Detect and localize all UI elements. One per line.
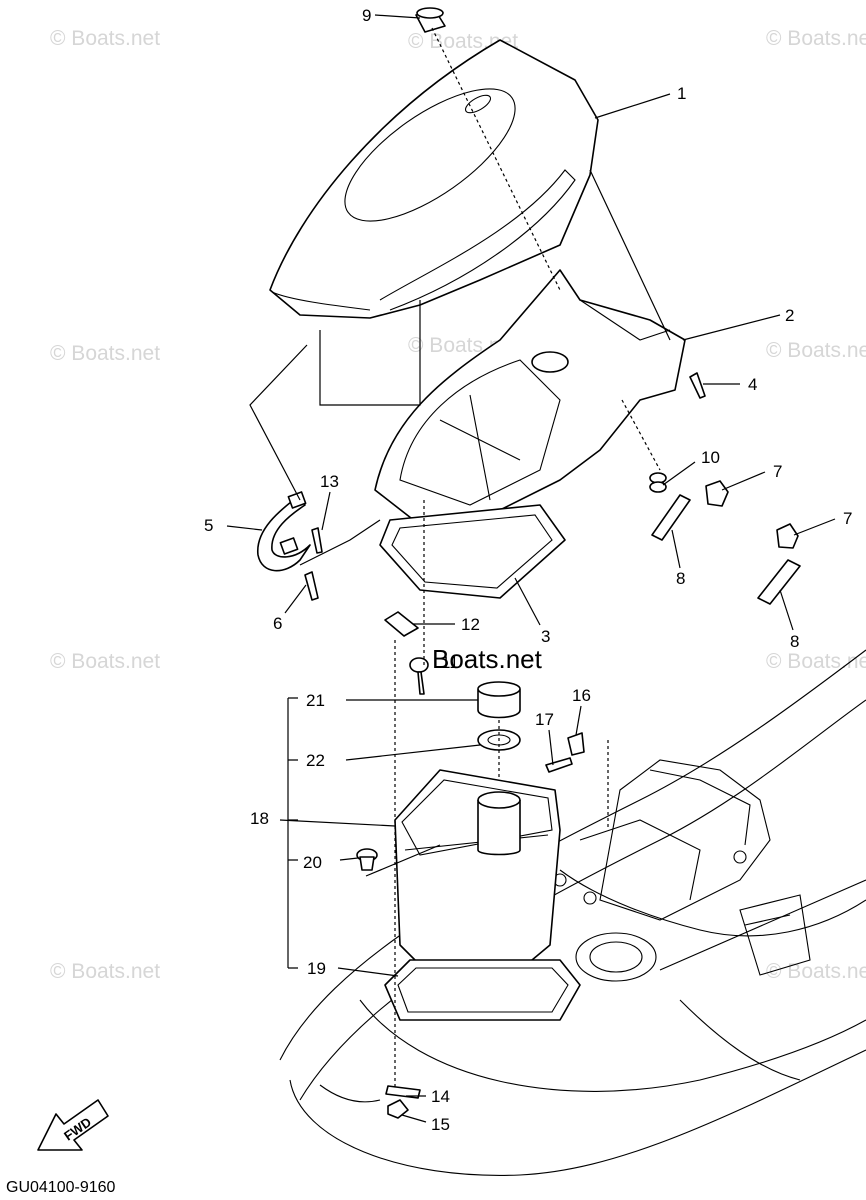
- callout-13: 13: [320, 472, 339, 491]
- watermark: © Boats.net: [50, 650, 160, 673]
- callout-12: 12: [461, 615, 480, 634]
- nut-parts: [385, 1085, 421, 1119]
- callout-11: 11: [441, 653, 459, 672]
- callout-2: 2: [785, 306, 794, 325]
- watermark: © Boats.net: [50, 342, 160, 365]
- callout-16: 16: [572, 686, 591, 705]
- callout-20: 20: [303, 853, 322, 872]
- callout-4: 4: [748, 375, 757, 394]
- top-cover: [269, 39, 599, 319]
- callout-17: 17: [535, 710, 554, 729]
- watermark: © Boats.net: [766, 339, 866, 362]
- deck-console: [374, 269, 686, 526]
- callout-19: 19: [307, 959, 326, 978]
- watermark: © Boats.net: [50, 27, 160, 50]
- callout-22: 22: [306, 751, 325, 770]
- callout-6: 6: [273, 614, 282, 633]
- plug: [415, 7, 446, 33]
- callout-9: 9: [362, 6, 371, 25]
- seal: [379, 504, 566, 599]
- watermark: © Boats.net: [766, 650, 866, 673]
- cushion-parts: [651, 480, 801, 605]
- callout-15: 15: [431, 1115, 450, 1134]
- bracket-parts: [384, 611, 429, 695]
- callout-8: 8: [676, 569, 685, 588]
- alignment-lines: [249, 27, 671, 1090]
- latch-parts: [545, 732, 585, 773]
- callout-1: 1: [677, 84, 686, 103]
- callout-8: 8: [790, 632, 799, 651]
- watermark: © Boats.net: [50, 960, 160, 983]
- rivet: [356, 848, 378, 871]
- grommet: [649, 472, 667, 493]
- callouts: 1 2 3 4 5 6 7 7 8 8 9 10 11 12 13 14 15 …: [204, 6, 852, 1134]
- storage-box: [394, 769, 561, 971]
- callout-7: 7: [843, 509, 852, 528]
- watermark-center: Boats.net: [432, 644, 543, 674]
- screw-parts: [304, 372, 706, 601]
- watermark: © Boats.net: [766, 960, 866, 983]
- hull-outline: [279, 649, 866, 1176]
- callout-21: 21: [306, 691, 325, 710]
- callout-5: 5: [204, 516, 213, 535]
- fwd-arrow-icon: FWD: [37, 1099, 109, 1151]
- watermark: © Boats.net: [766, 27, 866, 50]
- callout-14: 14: [431, 1087, 450, 1106]
- callout-18: 18: [250, 809, 269, 828]
- leader-lines: [226, 14, 836, 1123]
- callout-7: 7: [773, 462, 782, 481]
- box-gasket: [384, 959, 581, 1021]
- diagram-code: GU04100-9160: [6, 1179, 116, 1196]
- strap: [257, 491, 311, 572]
- callout-3: 3: [541, 627, 550, 646]
- callout-10: 10: [701, 448, 720, 467]
